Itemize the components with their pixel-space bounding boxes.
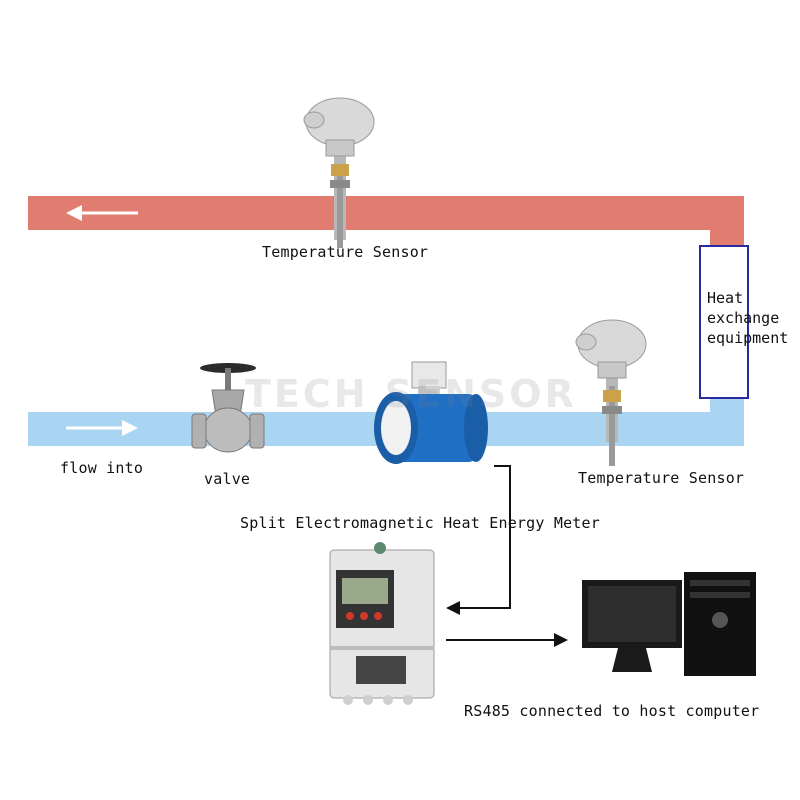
meter-label: Split Electromagnetic Heat Energy Meter bbox=[240, 514, 600, 532]
heat-exchange-line-2: exchange bbox=[707, 309, 780, 327]
return-arrow-icon bbox=[66, 205, 138, 221]
signal-wire bbox=[458, 465, 511, 609]
desktop-computer-icon bbox=[582, 572, 756, 676]
temperature-sensor-top-label: Temperature Sensor bbox=[262, 243, 429, 261]
heat-exchange-line-1: Heat bbox=[707, 289, 744, 307]
converter-box-icon bbox=[329, 542, 435, 705]
valve-label: valve bbox=[204, 470, 251, 488]
temperature-sensor-bottom-label: Temperature Sensor bbox=[578, 469, 745, 487]
electromagnetic-flowmeter-icon bbox=[374, 361, 488, 464]
flow-into-label: flow into bbox=[60, 459, 144, 477]
globe-valve-icon bbox=[191, 363, 265, 453]
watermark: TECH SENSOR bbox=[245, 372, 577, 416]
supply-arrow-icon bbox=[66, 420, 138, 436]
hot-pipe bbox=[28, 196, 744, 248]
temperature-probe-icon bbox=[303, 97, 375, 248]
temperature-probe-icon bbox=[575, 319, 647, 466]
heat-exchanger-box bbox=[699, 245, 749, 399]
heat-exchange-label: Heat exchange equipment bbox=[707, 288, 788, 348]
heat-exchange-line-3: equipment bbox=[707, 329, 789, 347]
rs485-label: RS485 connected to host computer bbox=[464, 702, 760, 720]
